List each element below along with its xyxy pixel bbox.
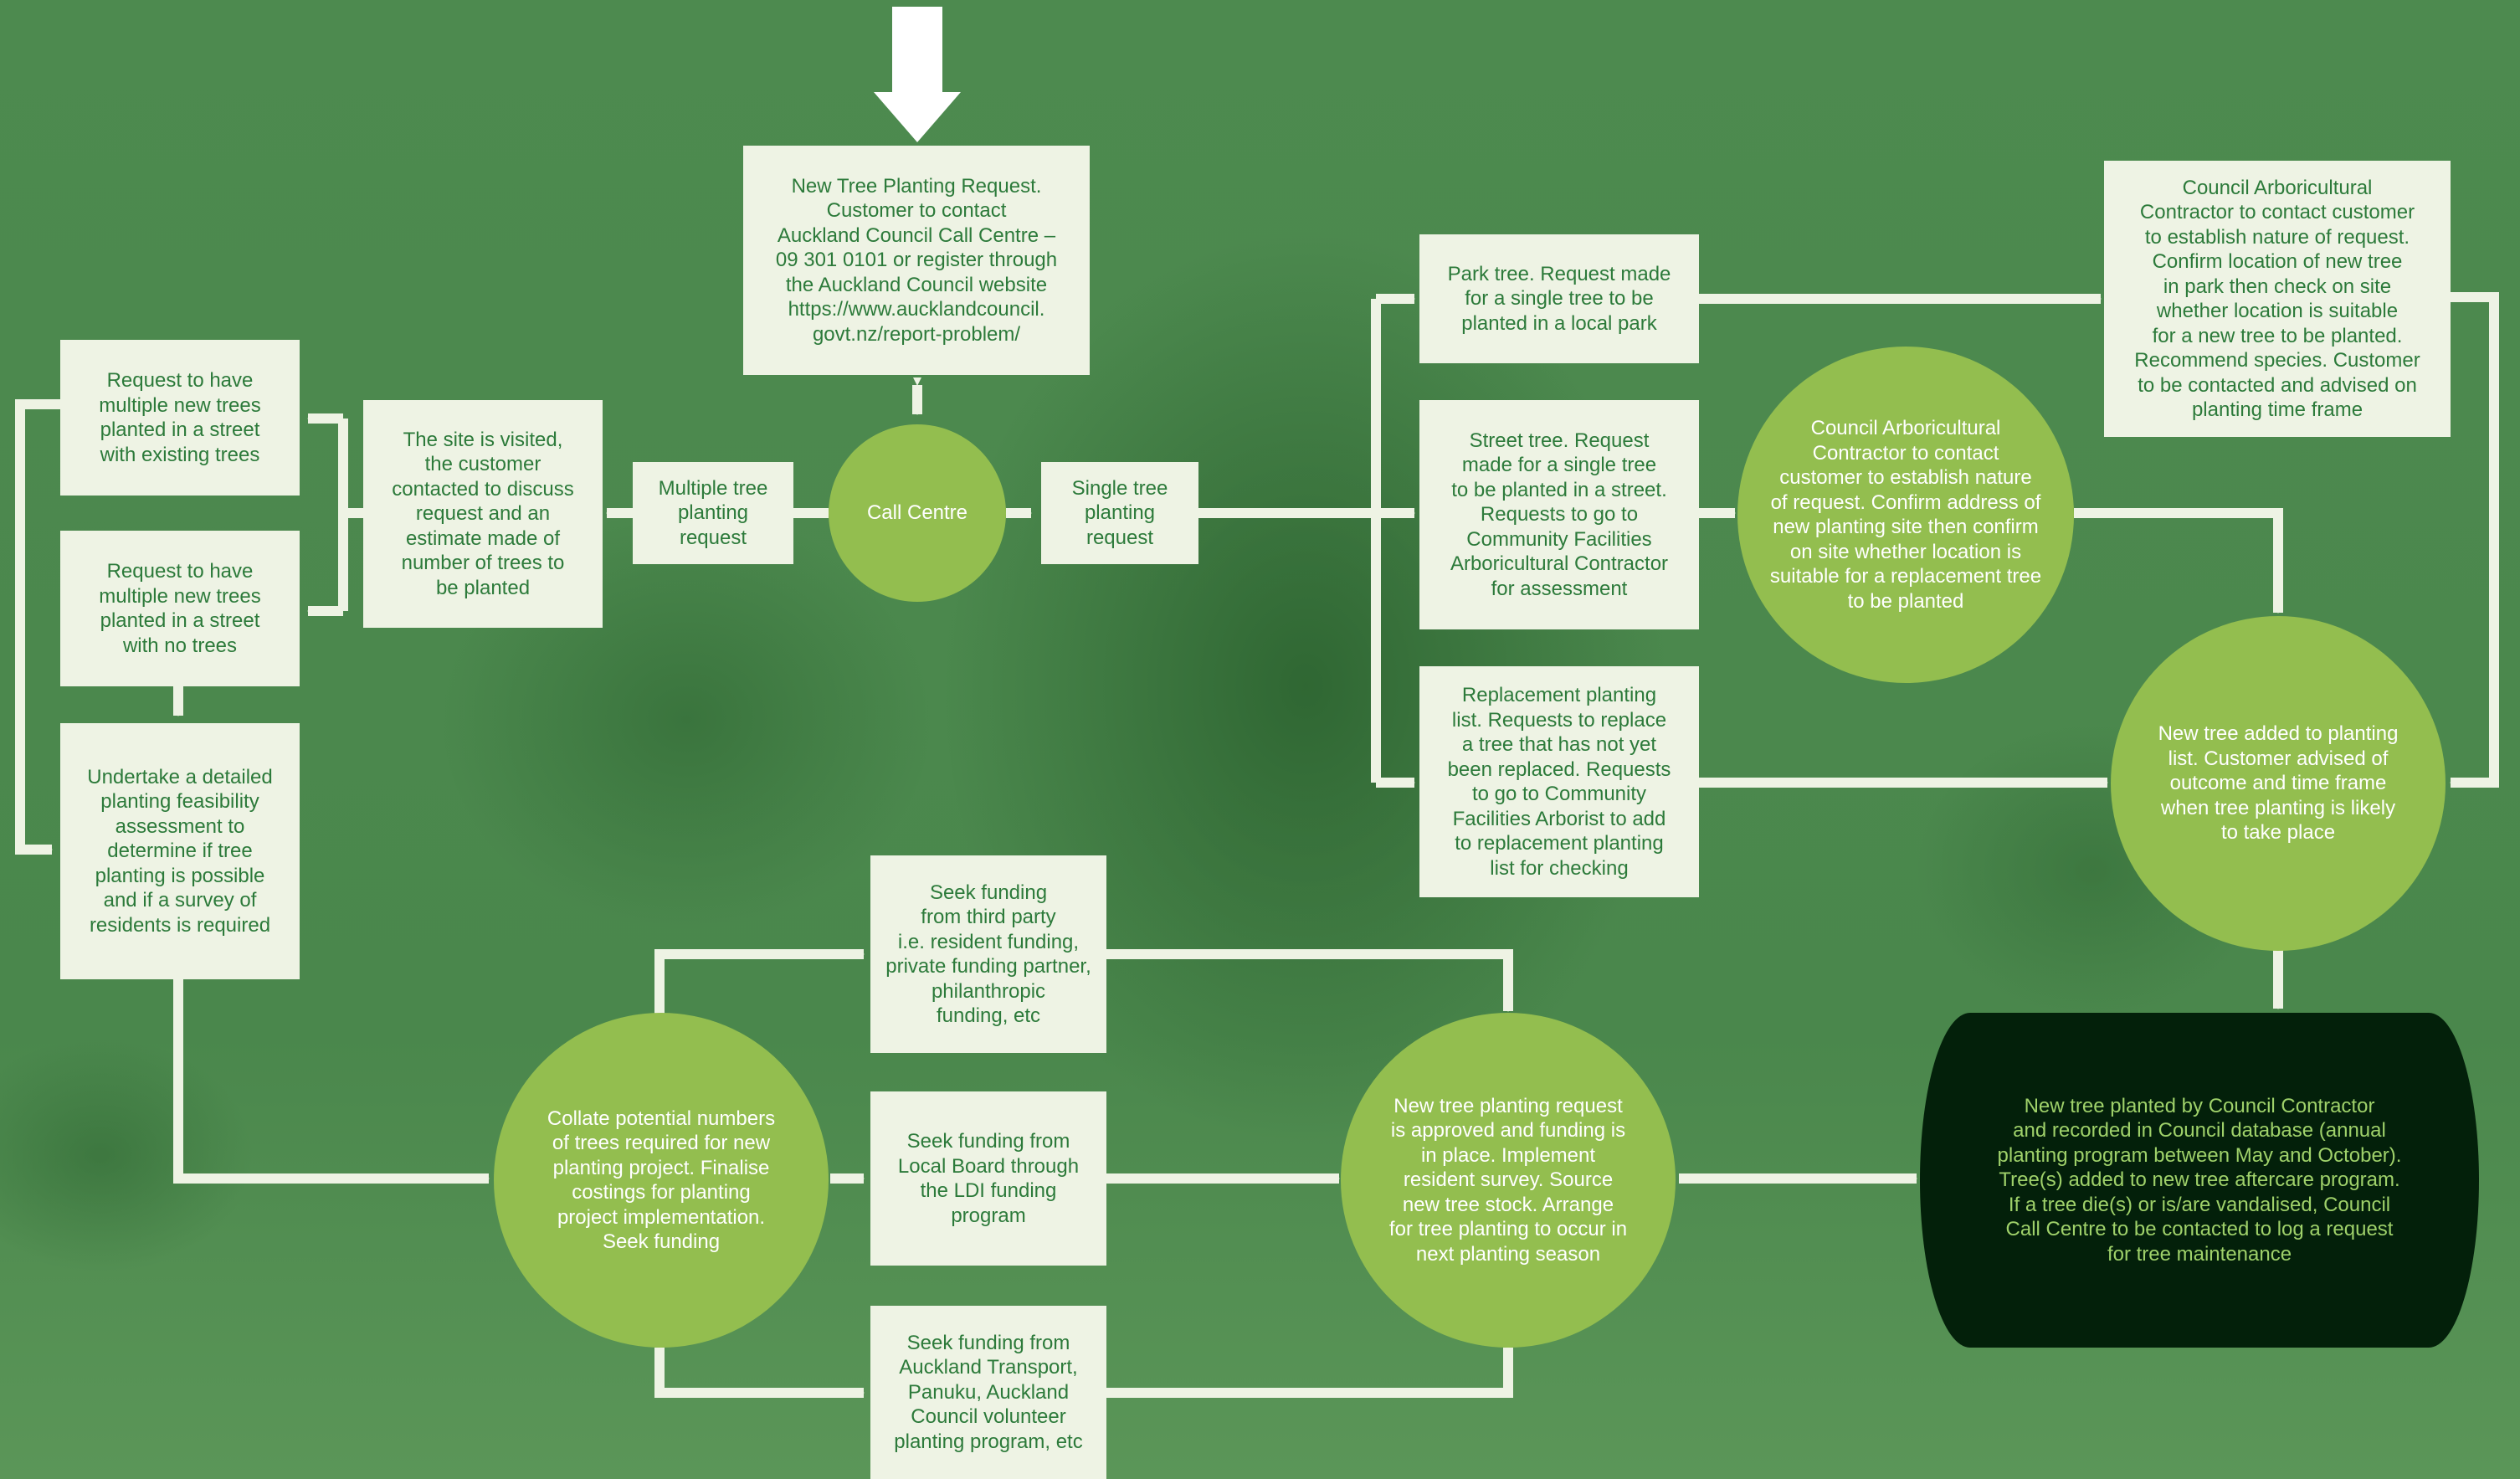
feasibility-assessment-box: Undertake a detailed planting feasibilit…	[60, 723, 300, 979]
arrow-existing-feasibility	[15, 399, 60, 855]
single-tree-request-box: Single tree planting request	[1041, 462, 1198, 564]
arrow-to-third	[654, 949, 865, 1014]
new-tree-planting-request-box: New Tree Planting Request. Customer to c…	[743, 146, 1090, 375]
arrow-site-branches	[338, 419, 363, 611]
added-to-planting-list-node: New tree added to planting list. Custome…	[2111, 616, 2446, 951]
contractor-street-node: Council Arboricultural Contractor to con…	[1737, 347, 2074, 683]
arrow-feasibility-collate	[173, 979, 490, 1184]
funding-local-board-box: Seek funding from Local Board through th…	[870, 1091, 1106, 1266]
arrow-at-approved	[1106, 1347, 1513, 1398]
park-tree-box: Park tree. Request made for a single tre…	[1419, 234, 1699, 363]
funding-auckland-transport-box: Seek funding from Auckland Transport, Pa…	[870, 1306, 1106, 1479]
street-tree-box: Street tree. Request made for a single t…	[1419, 400, 1699, 629]
arrow-contractorpark-added	[2450, 292, 2499, 788]
existing-trees-request-box: Request to have multiple new trees plant…	[60, 340, 300, 496]
contractor-park-box: Council Arboricultural Contractor to con…	[2104, 161, 2451, 437]
no-trees-request-box: Request to have multiple new trees plant…	[60, 531, 300, 686]
tree-planted-node: New tree planted by Council Contractor a…	[1920, 1013, 2479, 1348]
arrow-third-approved	[1106, 949, 1513, 1012]
multiple-tree-request-box: Multiple tree planting request	[633, 462, 793, 564]
replacement-planting-box: Replacement planting list. Requests to r…	[1419, 666, 1699, 897]
funding-third-party-box: Seek funding from third party i.e. resid…	[870, 855, 1106, 1053]
request-approved-node: New tree planting request is approved an…	[1341, 1013, 1676, 1348]
arrow-to-at	[654, 1348, 865, 1398]
entry-arrow	[874, 7, 961, 142]
arrow-contractorstreet-added	[2074, 508, 2283, 614]
site-visited-box: The site is visited, the customer contac…	[363, 400, 603, 628]
call-centre-node: Call Centre	[829, 424, 1006, 602]
collate-numbers-node: Collate potential numbers of trees requi…	[494, 1013, 829, 1348]
